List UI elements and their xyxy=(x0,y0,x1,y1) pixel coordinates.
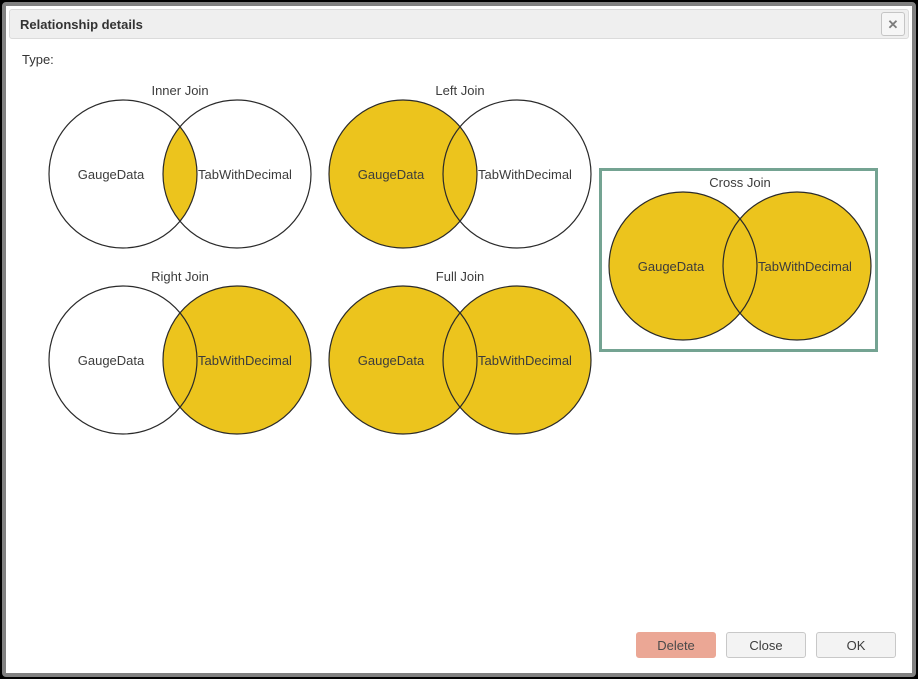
dialog-titlebar[interactable]: Relationship details ✕ xyxy=(9,9,909,39)
venn-diagram-inner: GaugeData TabWithDecimal xyxy=(48,99,312,249)
venn-diagram-full: GaugeData TabWithDecimal xyxy=(328,285,592,435)
join-option-title: Inner Join xyxy=(151,83,209,98)
join-option-title: Left Join xyxy=(435,83,485,98)
delete-button[interactable]: Delete xyxy=(636,632,716,658)
right-circle-label: TabWithDecimal xyxy=(478,353,572,368)
join-option-inner[interactable]: Inner Join GaugeData TabWithDecimal xyxy=(48,83,312,249)
left-circle-label: GaugeData xyxy=(358,353,425,368)
right-circle-label: TabWithDecimal xyxy=(478,167,572,182)
selected-join-indicator: Cross Join GaugeData TabWithDecimal xyxy=(599,168,878,352)
join-option-right[interactable]: Right Join GaugeData TabWithDecimal xyxy=(48,269,312,435)
dialog-footer-buttons: Delete Close OK xyxy=(636,632,896,658)
right-circle-label: TabWithDecimal xyxy=(198,167,292,182)
left-circle-label: GaugeData xyxy=(638,259,705,274)
join-option-title: Cross Join xyxy=(709,175,771,190)
join-option-full[interactable]: Full Join GaugeData TabWithDecimal xyxy=(328,269,592,435)
right-circle-label: TabWithDecimal xyxy=(198,353,292,368)
venn-diagram-cross: GaugeData TabWithDecimal xyxy=(608,191,872,341)
type-label: Type: xyxy=(22,52,54,67)
venn-diagram-right: GaugeData TabWithDecimal xyxy=(48,285,312,435)
left-circle-label: GaugeData xyxy=(78,353,145,368)
right-circle-label: TabWithDecimal xyxy=(758,259,852,274)
dialog-content: Type: Inner Join GaugeData TabWithDecima… xyxy=(9,39,909,670)
dialog-title: Relationship details xyxy=(20,16,143,32)
join-option-title: Full Join xyxy=(435,269,485,284)
close-icon[interactable]: ✕ xyxy=(881,12,905,36)
join-option-title: Right Join xyxy=(151,269,209,284)
join-option-cross[interactable]: Cross Join GaugeData TabWithDecimal xyxy=(608,175,872,341)
join-option-left[interactable]: Left Join GaugeData TabWithDecimal xyxy=(328,83,592,249)
left-circle-label: GaugeData xyxy=(358,167,425,182)
ok-button[interactable]: OK xyxy=(816,632,896,658)
close-button[interactable]: Close xyxy=(726,632,806,658)
venn-diagram-left: GaugeData TabWithDecimal xyxy=(328,99,592,249)
left-circle-label: GaugeData xyxy=(78,167,145,182)
